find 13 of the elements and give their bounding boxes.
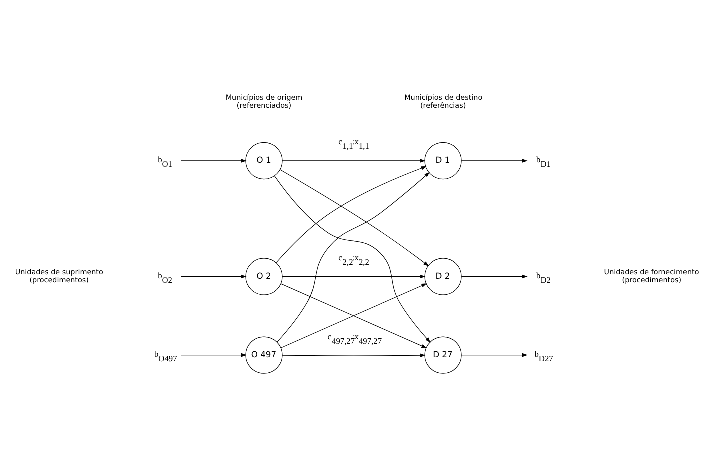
arrow [180,158,247,162]
arrow [461,274,528,278]
node-circle: O 2 [246,258,283,295]
arrow [282,158,426,162]
arrow [461,158,528,162]
arrow [180,352,247,357]
arrow [461,352,528,357]
arrow [282,274,426,278]
arrow [280,283,428,348]
node-circle: O 1 [246,142,283,180]
arrow [180,274,247,278]
arrow [282,353,426,357]
node-circle: O 497 [246,336,283,374]
